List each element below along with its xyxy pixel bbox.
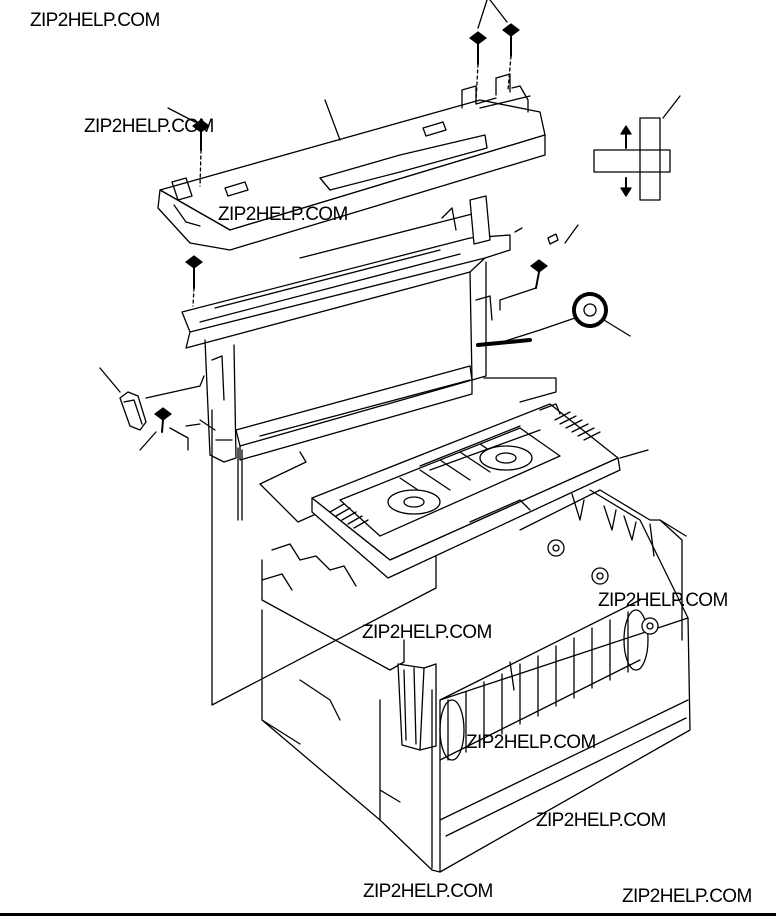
screw xyxy=(139,407,189,451)
paper-tray xyxy=(311,403,649,579)
lever xyxy=(99,367,147,431)
watermark-text: ZIP2HELP.COM xyxy=(598,590,728,611)
watermark-text: ZIP2HELP.COM xyxy=(218,204,348,225)
screw xyxy=(469,0,520,103)
flange-detail xyxy=(593,95,681,201)
watermark-text: ZIP2HELP.COM xyxy=(84,116,214,137)
watermark-text: ZIP2HELP.COM xyxy=(466,732,596,753)
inner-frame xyxy=(181,195,511,463)
printer-base xyxy=(261,489,691,873)
watermark-text: ZIP2HELP.COM xyxy=(622,886,752,907)
page-bottom-rule xyxy=(0,913,776,916)
top-cover xyxy=(157,73,546,251)
screw xyxy=(185,255,203,307)
watermark-text: ZIP2HELP.COM xyxy=(30,10,160,31)
gear xyxy=(495,292,631,345)
watermark-text: ZIP2HELP.COM xyxy=(363,881,493,902)
watermark-text: ZIP2HELP.COM xyxy=(536,810,666,831)
screw xyxy=(499,259,548,311)
watermark-text: ZIP2HELP.COM xyxy=(362,622,492,643)
clip xyxy=(547,233,559,245)
screw xyxy=(167,107,210,187)
